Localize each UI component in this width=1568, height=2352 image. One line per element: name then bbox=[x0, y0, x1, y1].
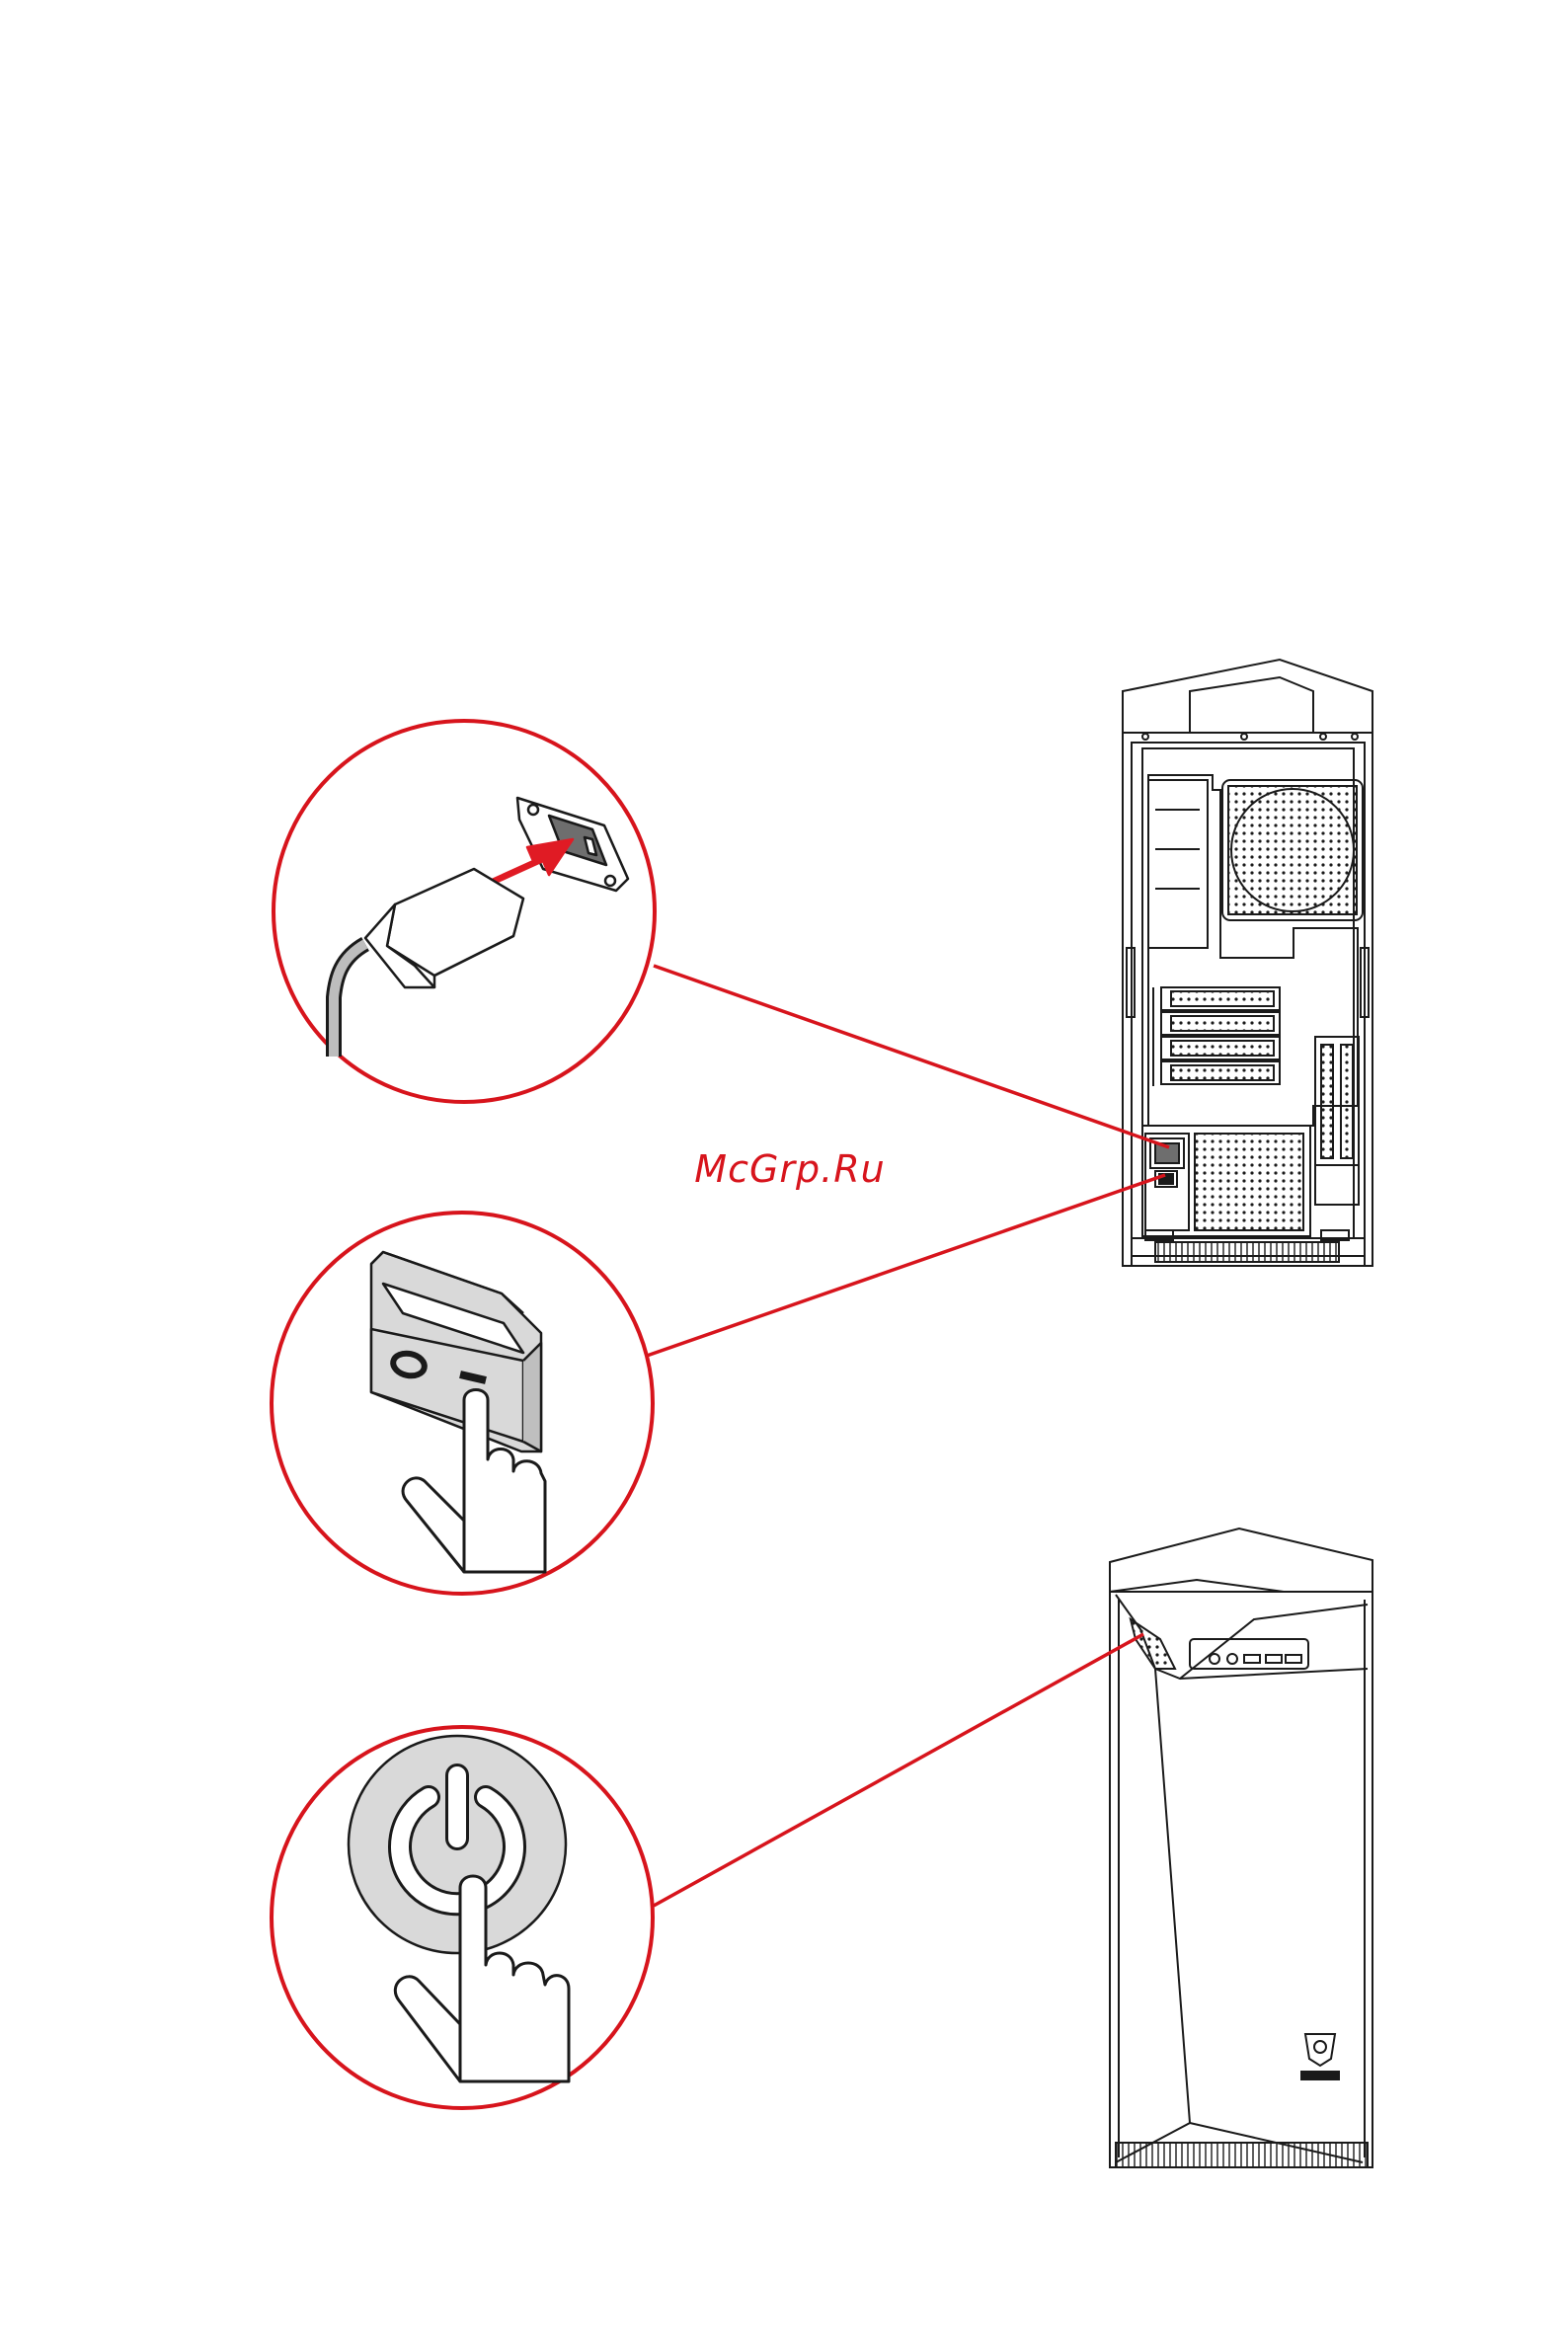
watermark-text: McGrp.Ru bbox=[642, 1147, 938, 1191]
pc-case-front-icon bbox=[1110, 1529, 1372, 2167]
callout-psu-switch bbox=[272, 1213, 653, 1594]
callout-line-psu-switch bbox=[647, 1175, 1165, 1356]
brand-logo-icon bbox=[1301, 2034, 1339, 2079]
callout-line-power-button bbox=[654, 1634, 1143, 1906]
callout-line-power-cord bbox=[654, 966, 1169, 1147]
callout-power-cord bbox=[274, 721, 655, 1102]
callout-lines bbox=[647, 966, 1169, 1906]
callout-power-button bbox=[272, 1727, 653, 2108]
pc-case-rear-icon bbox=[1123, 660, 1372, 1266]
power-button-icon bbox=[349, 1736, 566, 1953]
